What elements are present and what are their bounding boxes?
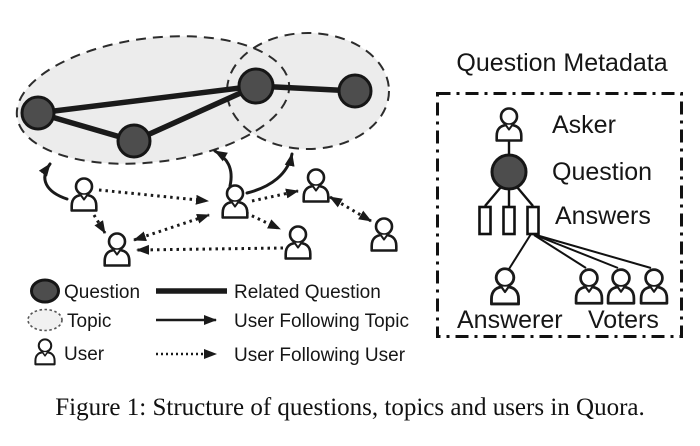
voter-icon [639,268,669,305]
user-icon [284,225,312,260]
related-question-edge [35,83,259,116]
user-following-user-arrow [98,188,209,205]
user-following-topic-arrow [245,152,295,195]
user-following-user-arrow [245,211,281,231]
question-node [116,123,152,159]
user-following-user-arrow [329,195,372,223]
topic-group [15,32,390,165]
asker-icon [495,107,523,142]
answer-rect [502,205,516,236]
legend-topic-label: Topic [67,311,111,332]
user-following-user-arrows [92,188,372,255]
metadata-panel-border [436,92,683,338]
question-label: Question [552,158,652,186]
question-metadata-panel: Question Metadata Asker Question Answers… [436,49,683,338]
topic-ellipse-outline [15,35,291,165]
user-icon [103,232,131,267]
user-following-topic-arrows [38,149,295,201]
topic-ellipse-outline [226,32,390,150]
answer-voter-connector [533,234,587,269]
question-node [237,67,275,105]
topic-legend-icon [27,308,63,332]
question-node [490,153,528,191]
question-node [337,73,373,109]
answerer-label: Answerer [457,306,563,334]
user-icon [370,217,398,252]
answer-voter-connector [535,234,652,269]
question-answer-connector [516,186,534,207]
answers-label: Answers [555,202,651,230]
user-legend-icon [34,338,56,366]
legend-question-label: Question [64,282,140,303]
diagram-canvas: Question Related Question Topic User Fol… [15,32,683,366]
user-icon [221,184,249,219]
user-following-user-arrow [133,213,210,242]
figure-caption: Figure 1: Structure of questions, topics… [55,394,645,421]
legend: Question Related Question Topic User Fol… [27,278,409,366]
answer-answerer-connector [508,233,532,270]
answerer-icon [490,267,520,306]
legend-user-label: User [64,344,105,365]
user-following-topic-arrow [213,149,233,188]
voters-label: Voters [588,306,659,334]
voter-icon [606,268,636,305]
user-icons [70,168,398,267]
question-legend-icon [30,278,60,304]
user-following-topic-arrow [38,162,69,201]
user-icon [70,177,98,212]
answer-voter-connector [534,234,619,269]
related-question-edge [131,83,259,144]
asker-label: Asker [552,111,616,139]
question-node [20,95,56,131]
voter-icon [574,268,604,305]
legend-user-following-topic-label: User Following Topic [234,311,409,332]
user-icon [302,168,330,203]
legend-related-question-label: Related Question [234,282,381,303]
answer-rect [478,205,492,236]
question-answer-connector [484,186,502,207]
metadata-panel-title: Question Metadata [456,49,667,77]
legend-user-following-user-label: User Following User [234,345,406,366]
user-following-user-arrow [251,188,299,203]
user-following-user-arrow [136,244,284,255]
answer-rect [526,205,540,236]
user-following-user-arrow [92,214,107,234]
question-nodes [20,67,373,159]
